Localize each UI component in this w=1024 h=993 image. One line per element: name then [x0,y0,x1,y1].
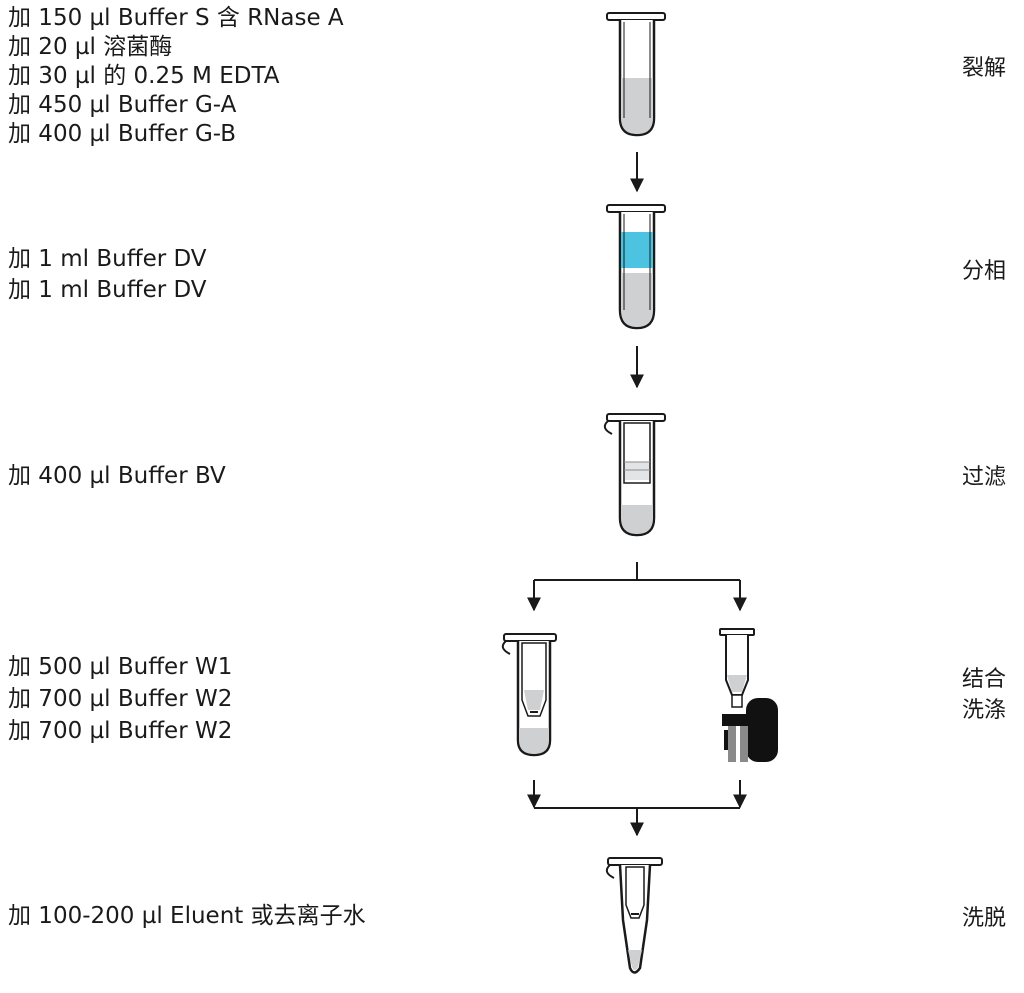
reagent-line: 加 400 µl Buffer BV [8,463,226,489]
step5-reagents: 加 100-200 µl Eluent 或去离子水 [8,902,366,931]
reagent-line: 加 400 µl Buffer G-B [8,121,237,147]
step-label-line: 结合 [962,667,1007,692]
step4-reagents: 加 500 µl Buffer W1 加 700 µl Buffer W2 加 … [8,651,232,747]
step5-label: 洗脱 [962,903,1006,934]
elution-tube-icon [605,857,663,974]
step-label-line: 洗涤 [962,698,1007,723]
step-label-line: 过滤 [962,465,1007,490]
step-label-line: 分相 [962,259,1007,284]
spin-column-tube-icon [501,633,557,757]
reagent-line: 加 700 µl Buffer W2 [8,718,233,744]
tube-blue-phase-icon [606,204,666,330]
reagent-line: 加 450 µl Buffer G-A [8,92,237,118]
reagent-line: 加 500 µl Buffer W1 [8,654,233,680]
reagent-line: 加 150 µl Buffer S 含 RNase A [8,5,344,31]
step3-label: 过滤 [962,462,1006,493]
reagent-line: 加 20 µl 溶菌酶 [8,34,173,60]
step1-label: 裂解 [962,53,1006,84]
reagent-line: 加 1 ml Buffer DV [8,246,207,272]
step4-label: 结合 洗涤 [962,664,1006,726]
step2-label: 分相 [962,256,1006,287]
step-label-line: 洗脱 [962,906,1007,931]
reagent-line: 加 100-200 µl Eluent 或去离子水 [8,903,366,929]
filter-column-icon [603,413,666,537]
step2-reagents: 加 1 ml Buffer DV 加 1 ml Buffer DV [8,244,207,306]
reagent-line: 加 1 ml Buffer DV [8,277,207,303]
split-connector [527,562,747,612]
merge-connector [527,780,747,837]
step-label-line: 裂解 [962,56,1007,81]
reagent-line: 加 700 µl Buffer W2 [8,686,233,712]
tube-icon [606,12,666,137]
step1-reagents: 加 150 µl Buffer S 含 RNase A 加 20 µl 溶菌酶 … [8,4,344,149]
reagent-line: 加 30 µl 的 0.25 M EDTA [8,63,280,89]
vacuum-manifold-column-icon [719,628,778,762]
step3-reagents: 加 400 µl Buffer BV [8,462,226,491]
